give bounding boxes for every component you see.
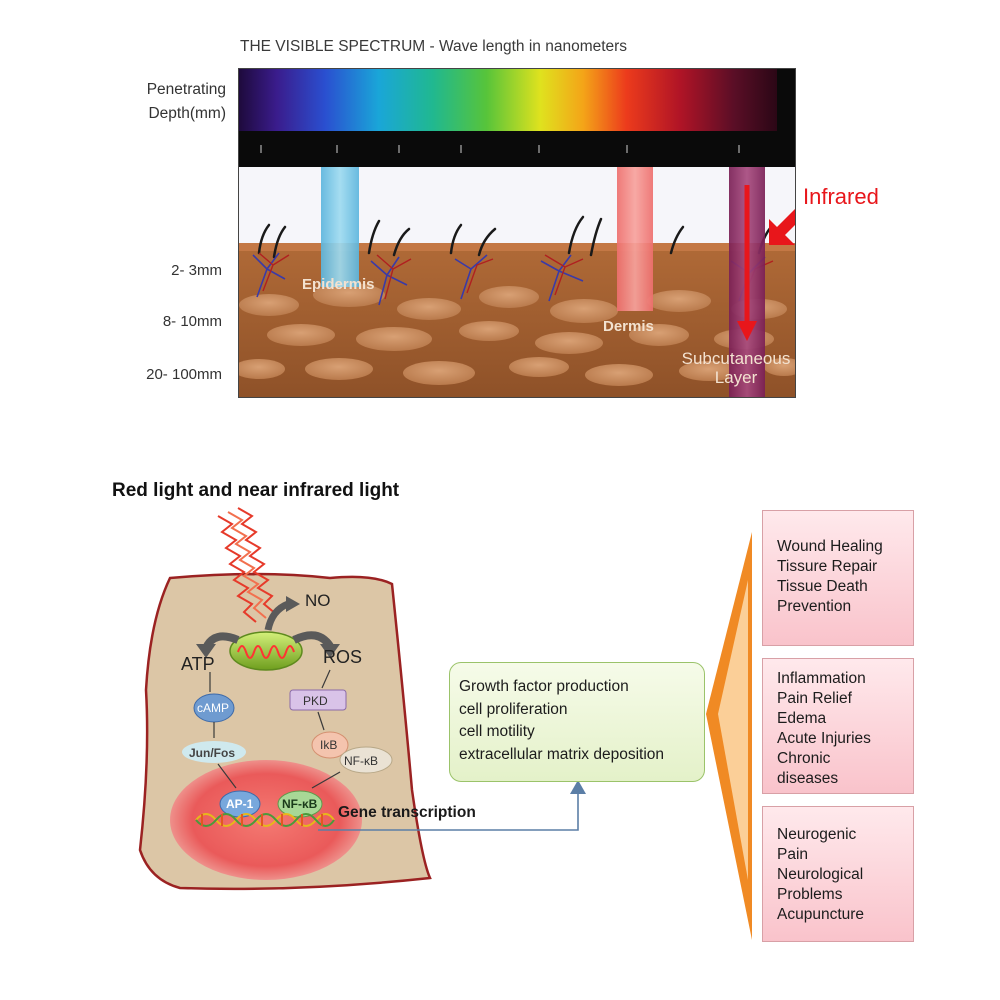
blue-light-beam [321,167,359,287]
camp-label: cAMP [197,701,229,715]
spectrum-gradient [239,69,777,131]
benefit-box-inflammation: Inflammation Pain Relief Edema Acute Inj… [762,658,914,794]
benefit-item: Neurological [777,866,864,883]
mechanism-heading: Red light and near infrared light [112,480,400,501]
depth-mark-8-10mm: 8- 10mm [162,313,222,330]
benefit-item: Tissure Repair [777,558,878,575]
benefit-box-neurogenic: Neurogenic Pain Neurological Problems Ac… [762,806,914,942]
benefit-item: Prevention [777,598,852,615]
benefit-item: Pain Relief [777,690,852,707]
depth-mark-2-3mm: 2- 3mm [171,262,222,279]
effects-box: Growth factor production cell proliferat… [449,662,705,782]
ap1-label: AP-1 [226,797,254,811]
connector-line [318,792,579,831]
skin-penetration-diagram [238,68,796,398]
junfos-molecule [182,741,246,763]
no-arrowhead [286,596,300,612]
depth-label-line2: Depth(mm) [148,105,226,122]
no-label: NO [305,591,331,610]
epidermis-surface [239,243,795,251]
ikb-molecule [311,731,349,759]
benefit-item: Pain [777,846,809,863]
effect-item: extracellular matrix deposition [459,745,665,763]
atp-arrowhead [196,644,216,658]
benefit-item: Tissue Death [777,578,868,595]
dermis-label: Dermis [603,318,654,335]
benefit-item: Inflammation [777,670,866,687]
spectrum-title: THE VISIBLE SPECTRUM - Wave length in na… [240,38,628,55]
benefit-item: Edema [777,710,827,727]
benefit-item: Problems [777,886,843,903]
benefit-box-healing: Wound Healing Tissure Repair Tissue Deat… [762,510,914,646]
depth-label-line1: Penetrating [146,81,226,98]
dna-helix [195,813,335,827]
light-rays [217,507,277,623]
nfkb-molecule [339,746,393,774]
connector-arrowhead [570,780,586,794]
wavelength-ticks [260,145,740,153]
depth-mark-20-100mm: 20- 100mm [146,366,222,383]
subcutaneous-line2: Layer [714,368,758,387]
junfos-label: Jun/Fos [189,746,235,760]
benefit-item: Neurogenic [777,826,857,843]
benefit-item: Acupuncture [777,906,865,923]
ikb-label: IkB [320,738,337,752]
orange-bracket-inner [718,580,748,880]
pkd-label: PKD [303,694,328,708]
depth-axis-label: Penetrating Depth(mm) [110,78,226,126]
pathway-arrows [209,669,341,789]
ros-curved-arrow [292,631,334,649]
subcutaneous-label: Subcutaneous Layer [680,349,792,387]
nucleus [170,760,362,880]
mitochondrial-cristae [237,645,295,659]
effect-item: cell proliferation [459,700,568,718]
epidermis-label: Epidermis [302,276,375,293]
ros-label: ROS [323,647,362,667]
nfkb-nuclear-label: NF-κB [282,797,318,811]
effect-item: cell motility [459,723,535,740]
benefit-item: Chronic [777,750,831,767]
effect-item: Growth factor production [459,678,629,695]
infrared-pointer-arrow [769,209,795,245]
red-light-beam [617,167,653,311]
skin-penetration-svg [239,69,795,397]
benefit-item: Wound Healing [777,538,883,555]
benefit-item: Acute Injuries [777,730,871,747]
nfkb-label: NF-κB [344,754,378,768]
pkd-box [289,689,347,711]
ros-arrowhead [320,644,340,658]
gene-transcription-label: Gene transcription [338,804,476,821]
no-curved-arrow [264,600,290,631]
infrared-depth-arrowhead [737,321,757,341]
atp-label: ATP [181,654,215,674]
mitochondrion [229,631,303,671]
infrared-label: Infrared [803,184,879,209]
subcutaneous-line1: Subcutaneous [681,349,791,368]
benefit-item: diseases [777,770,839,787]
